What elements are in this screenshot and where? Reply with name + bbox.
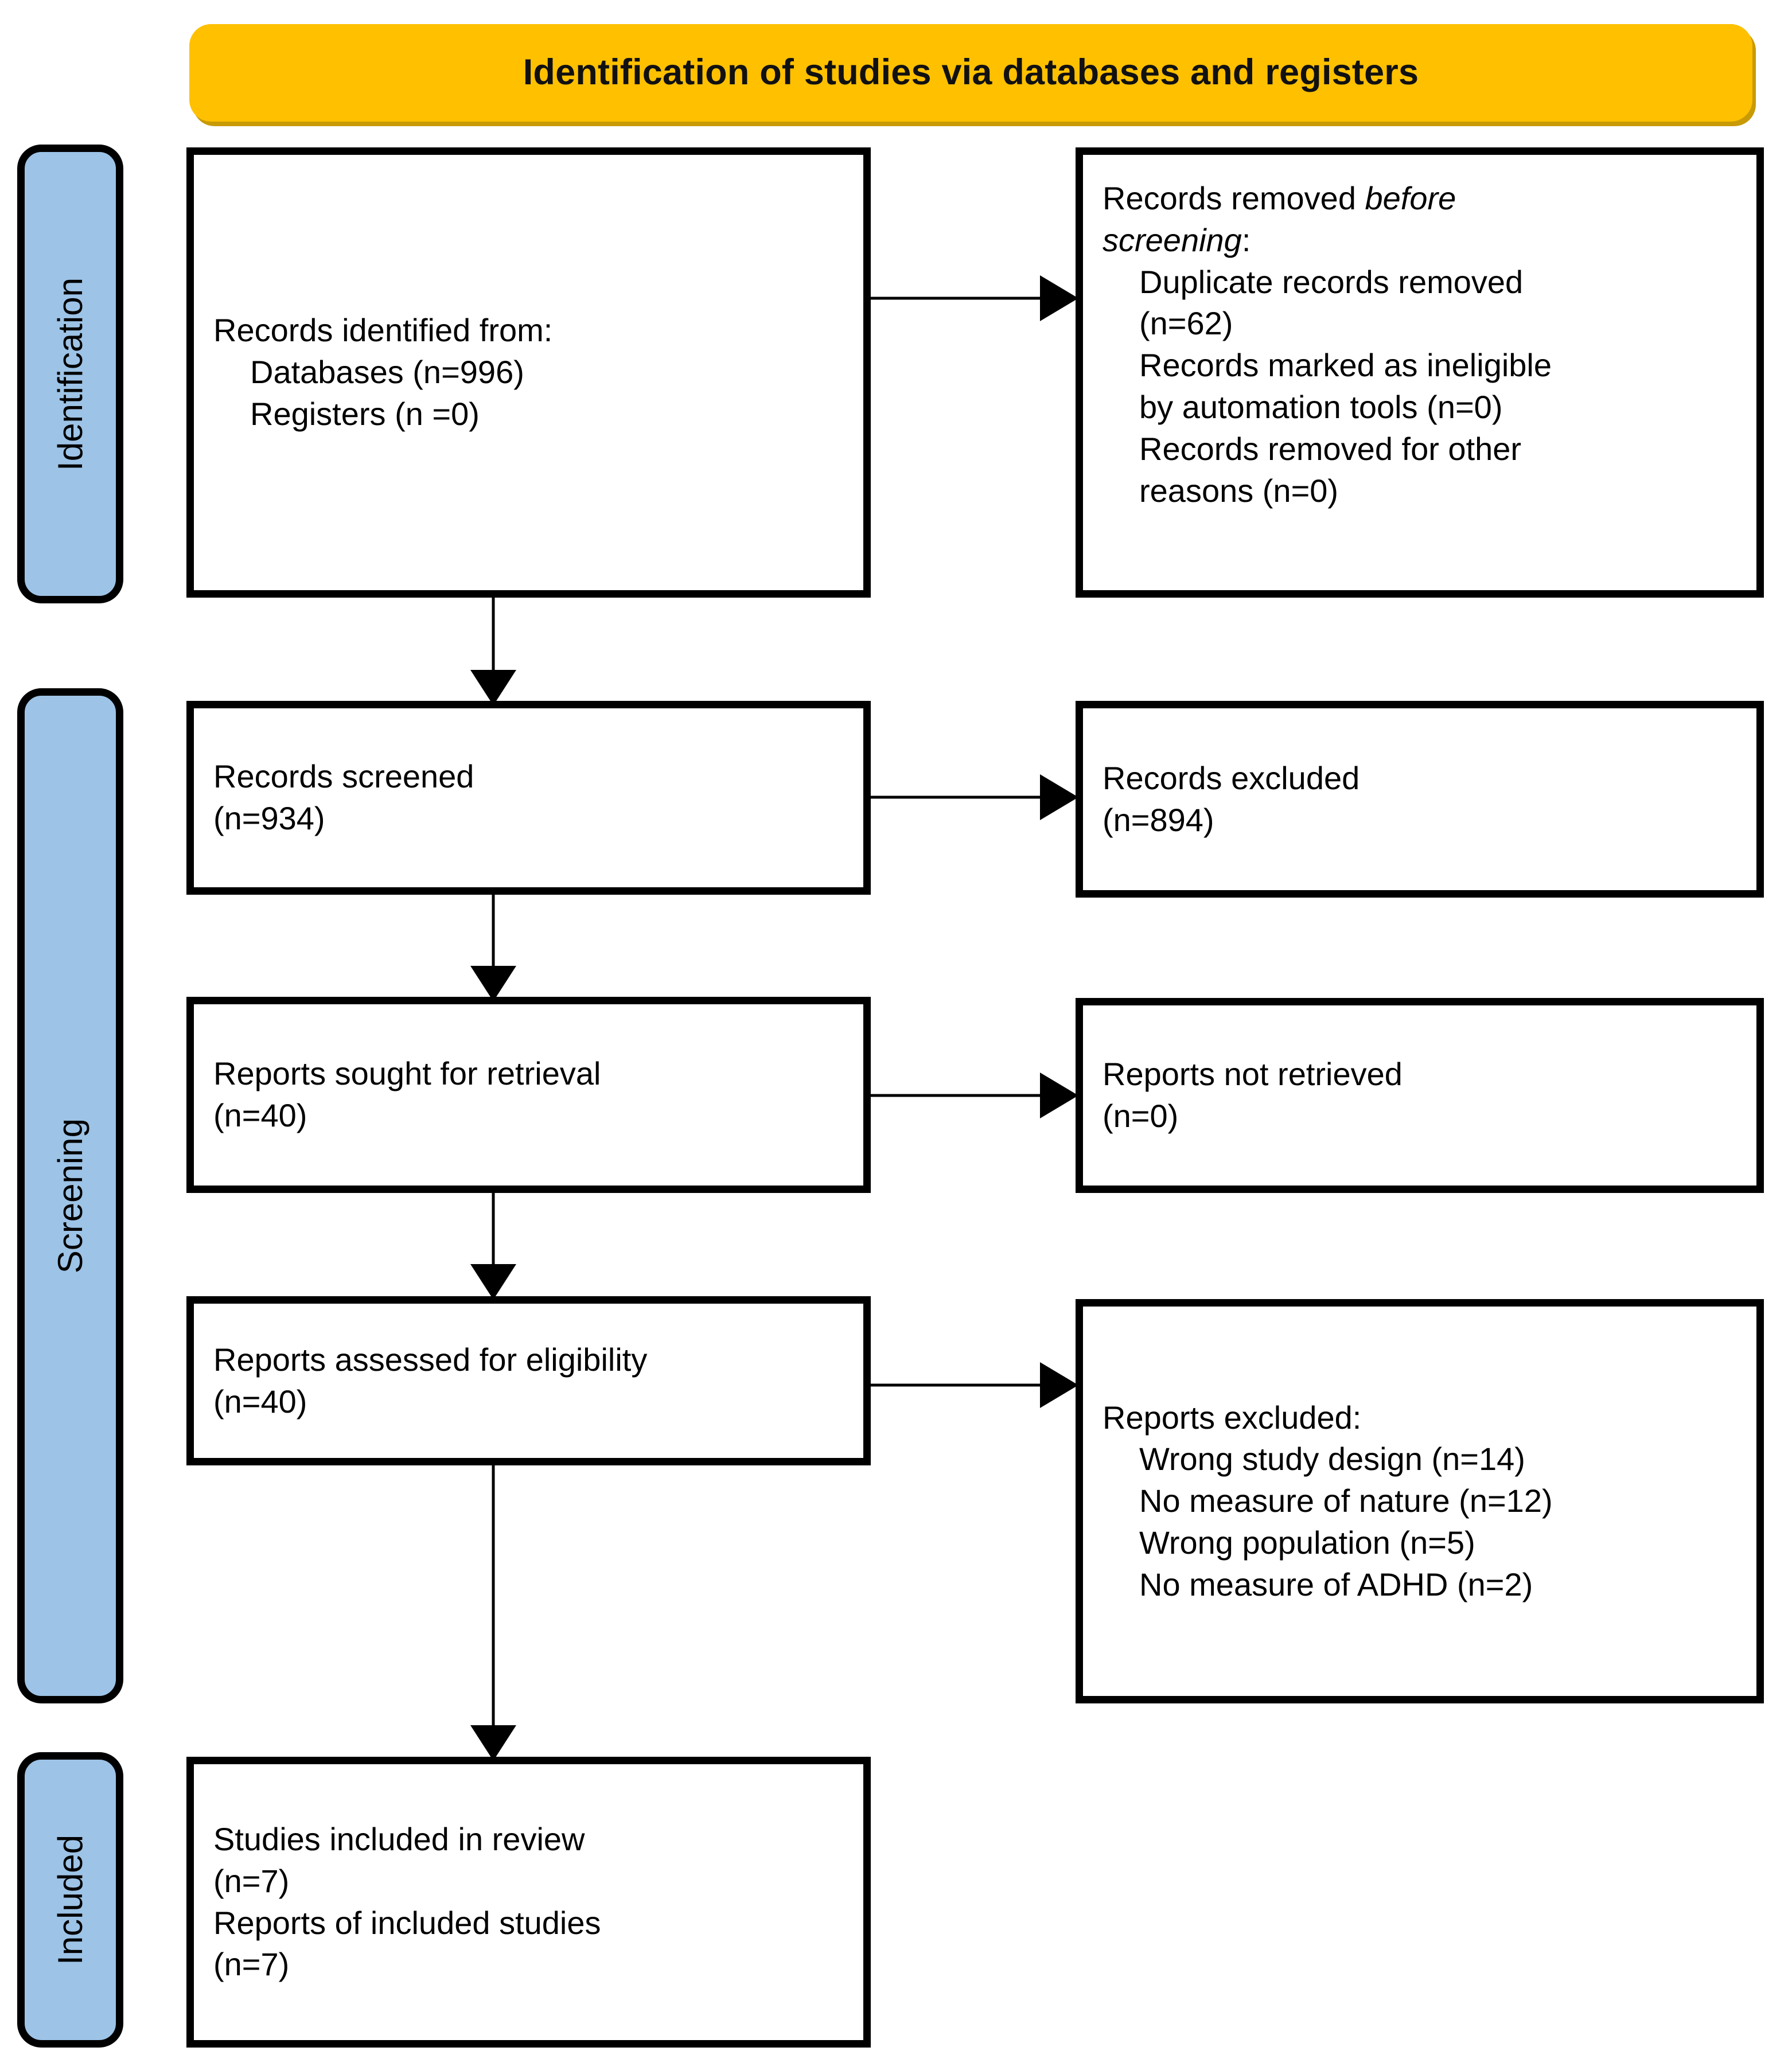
- box-studies-included-in-review: Studies included in review (n=7) Reports…: [186, 1757, 871, 2048]
- box-records-removed-before-screening: Records removed before screening: Duplic…: [1076, 147, 1764, 598]
- arrow-assessed-to-included: [470, 1464, 516, 1761]
- phase-band-identification: Identification: [17, 145, 123, 603]
- records-removed-italic-screening: screening: [1103, 221, 1242, 258]
- reports-of-included-studies-label: Reports of included studies: [213, 1904, 601, 1941]
- header-title: Identification of studies via databases …: [523, 52, 1419, 93]
- records-identified-registers: Registers (n =0): [250, 395, 480, 432]
- box-reports-sought-for-retrieval: Reports sought for retrieval (n=40): [186, 997, 871, 1193]
- records-removed-other: Records removed for other: [1139, 430, 1522, 467]
- reports-excluded-heading: Reports excluded:: [1103, 1399, 1362, 1436]
- reports-of-included-studies-count: (n=7): [213, 1946, 290, 1983]
- records-identified-databases: Databases (n=996): [250, 354, 524, 391]
- records-removed-duplicates: Duplicate records removed: [1139, 263, 1524, 300]
- reports-excluded-wrong-study-design: Wrong study design (n=14): [1139, 1441, 1525, 1477]
- records-screened-label: Records screened: [213, 758, 474, 795]
- phase-band-included: Included: [17, 1752, 123, 2048]
- records-removed-prefix: Records removed: [1103, 180, 1365, 216]
- box-reports-excluded: Reports excluded: Wrong study design (n=…: [1076, 1299, 1764, 1703]
- reports-excluded-wrong-population: Wrong population (n=5): [1139, 1524, 1475, 1561]
- box-reports-not-retrieved: Reports not retrieved (n=0): [1076, 998, 1764, 1193]
- reports-not-retrieved-count: (n=0): [1103, 1098, 1179, 1134]
- records-removed-heading-line2: screening:: [1103, 220, 1737, 262]
- phase-label-screening: Screening: [50, 1118, 89, 1274]
- reports-sought-count: (n=40): [213, 1097, 307, 1133]
- records-removed-colon: :: [1241, 221, 1251, 258]
- studies-included-count: (n=7): [213, 1862, 290, 1899]
- records-excluded-count: (n=894): [1103, 801, 1214, 838]
- arrow-identified-to-removed: [869, 275, 1078, 321]
- records-excluded-label: Records excluded: [1103, 759, 1360, 796]
- records-removed-duplicates-count: (n=62): [1139, 305, 1233, 342]
- reports-assessed-count: (n=40): [213, 1383, 307, 1420]
- records-removed-other-count: reasons (n=0): [1139, 472, 1339, 509]
- phase-label-included: Included: [50, 1835, 89, 1965]
- studies-included-label: Studies included in review: [213, 1820, 585, 1857]
- box-records-screened: Records screened (n=934): [186, 701, 871, 895]
- box-records-excluded: Records excluded (n=894): [1076, 701, 1764, 898]
- arrow-screened-to-excluded: [869, 774, 1078, 820]
- arrow-identified-to-screened: [470, 596, 516, 705]
- reports-not-retrieved-label: Reports not retrieved: [1103, 1056, 1403, 1093]
- reports-excluded-no-measure-adhd: No measure of ADHD (n=2): [1139, 1566, 1533, 1602]
- records-removed-heading-line1: Records removed before: [1103, 178, 1737, 220]
- phase-band-screening: Screening: [17, 688, 123, 1703]
- box-records-identified: Records identified from: Databases (n=99…: [186, 147, 871, 598]
- records-screened-count: (n=934): [213, 800, 325, 836]
- records-identified-heading: Records identified from:: [213, 312, 553, 349]
- phase-label-identification: Identification: [50, 277, 89, 471]
- arrow-screened-to-sought: [470, 892, 516, 1001]
- box-reports-assessed-for-eligibility: Reports assessed for eligibility (n=40): [186, 1296, 871, 1465]
- arrow-assessed-to-reports-excluded: [869, 1362, 1078, 1408]
- reports-excluded-no-measure-nature: No measure of nature (n=12): [1139, 1483, 1553, 1519]
- arrow-sought-to-not-retrieved: [869, 1073, 1078, 1118]
- records-removed-italic-before: before: [1365, 180, 1456, 216]
- records-removed-automation-count: by automation tools (n=0): [1139, 388, 1503, 425]
- records-removed-ineligible: Records marked as ineligible: [1139, 347, 1552, 384]
- arrow-sought-to-assessed: [470, 1191, 516, 1300]
- reports-sought-label: Reports sought for retrieval: [213, 1055, 601, 1092]
- reports-assessed-label: Reports assessed for eligibility: [213, 1341, 648, 1378]
- header-banner: Identification of studies via databases …: [189, 24, 1752, 122]
